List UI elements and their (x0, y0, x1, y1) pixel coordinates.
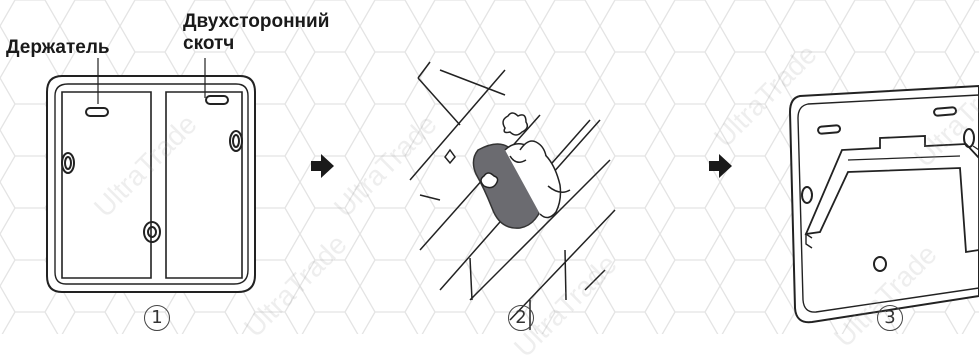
step-number-3: 3 (877, 305, 903, 331)
step-number-1: 1 (144, 305, 170, 331)
tape-label-line1: Двухсторонний (183, 11, 330, 32)
top-slot-left (85, 107, 109, 117)
top-slot-right (205, 95, 229, 105)
step-number-2: 2 (508, 305, 534, 331)
holder-plate-illustration (46, 58, 256, 293)
wall-cleaning-illustration (409, 61, 616, 330)
arrow-right-icon (709, 154, 732, 178)
tape-strip-right (165, 91, 243, 279)
arrow-right-icon (311, 154, 334, 178)
holder-label: Держатель (6, 37, 110, 58)
bracket-hook (804, 135, 979, 254)
tape-label-line2: скотч (183, 33, 235, 54)
mounted-holder-illustration (788, 84, 979, 324)
tape-strip-left (61, 91, 152, 279)
diagram-canvas (0, 0, 979, 334)
